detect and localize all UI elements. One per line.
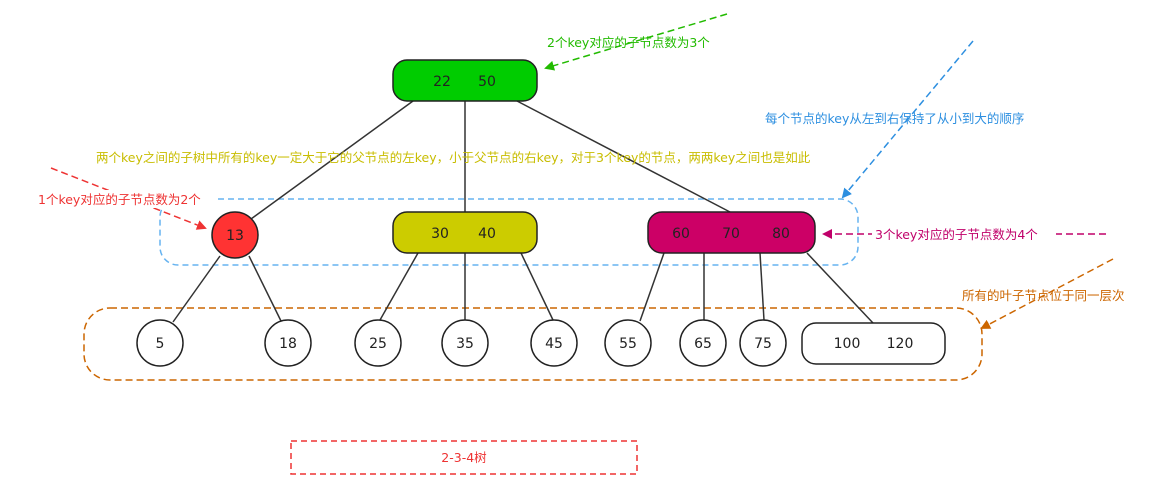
leaf-65-circle (679, 319, 727, 367)
leaf-35-key: 35 (456, 336, 474, 352)
leaf-100-120-box (801, 322, 946, 365)
root-node-box (392, 59, 538, 102)
edge-13-5 (172, 255, 221, 323)
order-arrow (841, 40, 974, 199)
node-60-70-80-key-3: 80 (772, 226, 790, 242)
node-30-40-key-2: 40 (478, 226, 496, 242)
leaf-100-120-key-1: 100 (834, 336, 861, 352)
leaf-level-group-box (83, 307, 983, 381)
leaf-18: 18 (264, 319, 312, 367)
order-label: 每个节点的key从左到右保持了从小到大的顺序 (765, 111, 1024, 126)
title-box (290, 440, 638, 475)
leaf-65-key: 65 (694, 336, 712, 352)
leaf-55-circle (604, 319, 652, 367)
leaf-55-key: 55 (619, 336, 637, 352)
edge-root-60-70-80 (516, 100, 731, 213)
leaf-5-circle (136, 319, 184, 367)
three-key-label-backdrop (872, 226, 1056, 244)
node-13: 13 (211, 211, 259, 259)
leaf-25-circle (354, 319, 402, 367)
leaves-level-label: 所有的叶子节点位于同一层次 (962, 288, 1125, 303)
node-30-40-box (392, 211, 538, 254)
leaf-5: 5 (136, 319, 184, 367)
three-key-label: 3个key对应的子节点数为4个 (875, 227, 1038, 242)
tree-edges (172, 100, 874, 324)
leaf-45-circle (530, 319, 578, 367)
edge-30-40-25 (379, 252, 419, 321)
leaves-level-arrow (980, 258, 1114, 329)
root-children-arrow (544, 13, 728, 71)
edge-60-80-100-120 (806, 252, 874, 324)
leaf-35-circle (441, 319, 489, 367)
leaf-75-circle (739, 319, 787, 367)
node-60-70-80: 60 70 80 (647, 211, 816, 254)
leaf-100-120: 100 120 (801, 322, 946, 365)
node-13-key: 13 (226, 228, 244, 244)
leaf-18-key: 18 (279, 336, 297, 352)
edge-13-18 (248, 255, 282, 322)
edge-60-80-75 (759, 252, 765, 321)
node-30-40-key-1: 30 (431, 226, 449, 242)
node-60-70-80-key-2: 70 (722, 226, 740, 242)
leaf-18-circle (264, 319, 312, 367)
leaf-45-key: 45 (545, 336, 563, 352)
level2-group-box (159, 198, 859, 266)
root-key-1: 22 (433, 74, 451, 90)
node-60-70-80-key-1: 60 (672, 226, 690, 242)
root-node: 22 50 (392, 59, 538, 102)
leaf-100-120-key-2: 120 (887, 336, 914, 352)
root-children-label: 2个key对应的子节点数为3个 (547, 35, 710, 50)
node-13-circle (211, 211, 259, 259)
root-key-2: 50 (478, 74, 496, 90)
leaf-75-key: 75 (754, 336, 772, 352)
leaf-5-key: 5 (156, 336, 165, 352)
leaf-65: 65 (679, 319, 727, 367)
leaf-75: 75 (739, 319, 787, 367)
one-key-label: 1个key对应的子节点数为2个 (38, 192, 201, 207)
node-30-40: 30 40 (392, 211, 538, 254)
subtree-rule-label: 两个key之间的子树中所有的key一定大于它的父节点的左key，小于父节点的右k… (96, 150, 811, 165)
leaf-35: 35 (441, 319, 489, 367)
leaf-25: 25 (354, 319, 402, 367)
leaf-25-key: 25 (369, 336, 387, 352)
leaf-55: 55 (604, 319, 652, 367)
leaf-45: 45 (530, 319, 578, 367)
edge-root-13 (250, 100, 414, 220)
diagram-title: 2-3-4树 (441, 450, 486, 465)
node-60-70-80-box (647, 211, 816, 254)
one-key-label-backdrop (36, 190, 214, 208)
edge-30-40-45 (520, 252, 554, 321)
edge-60-80-55 (639, 252, 665, 322)
